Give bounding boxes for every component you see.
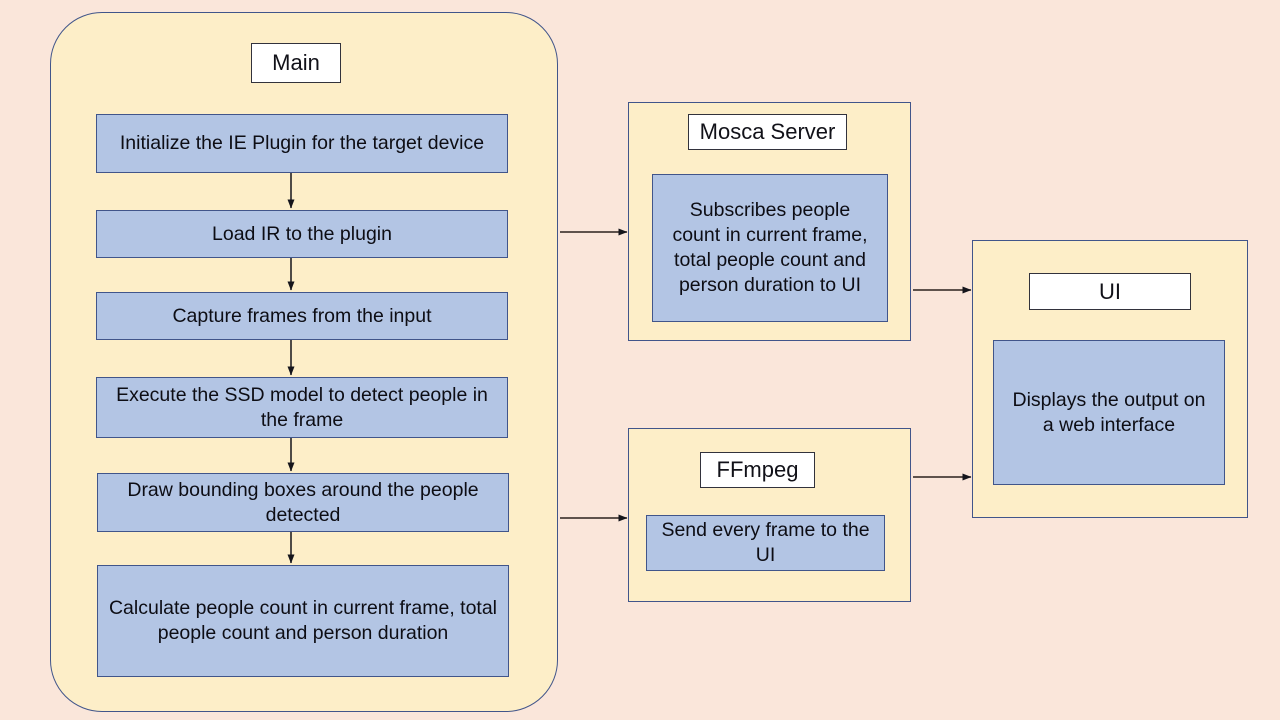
group-title-ffmpeg: FFmpeg <box>700 452 815 488</box>
process-box-subscribe-counts: Subscribes people count in current frame… <box>652 174 888 322</box>
process-box-calculate-counts: Calculate people count in current frame,… <box>97 565 509 677</box>
group-title-main: Main <box>251 43 341 83</box>
process-box-init-ie-plugin: Initialize the IE Plugin for the target … <box>96 114 508 173</box>
process-box-send-frames: Send every frame to the UI <box>646 515 885 571</box>
process-box-display-output: Displays the output on a web interface <box>993 340 1225 485</box>
process-box-load-ir: Load IR to the plugin <box>96 210 508 258</box>
process-box-execute-ssd: Execute the SSD model to detect people i… <box>96 377 508 438</box>
group-title-mosca-server: Mosca Server <box>688 114 847 150</box>
process-box-capture-frames: Capture frames from the input <box>96 292 508 340</box>
process-box-draw-boxes: Draw bounding boxes around the people de… <box>97 473 509 532</box>
group-title-ui: UI <box>1029 273 1191 310</box>
